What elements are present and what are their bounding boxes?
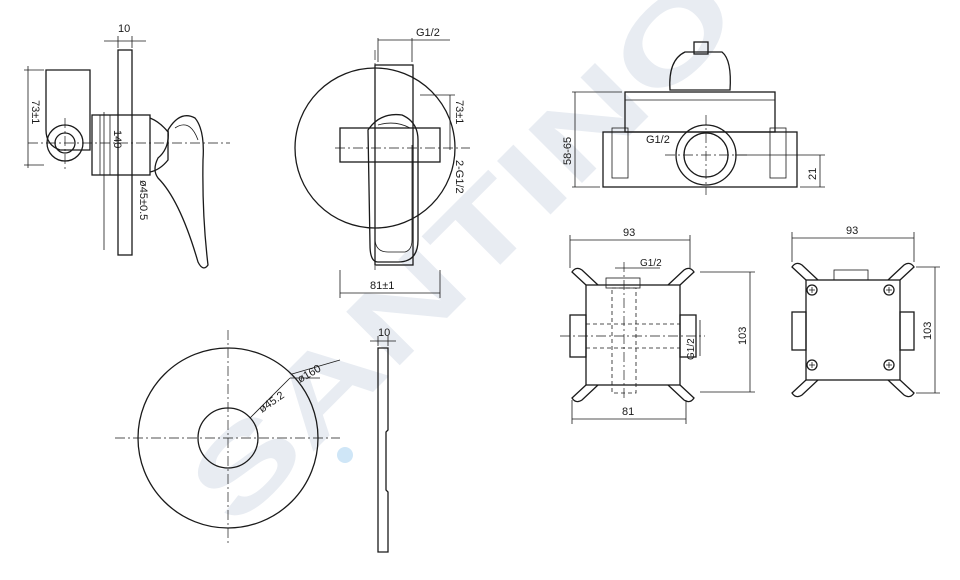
box-back-width: 93 xyxy=(846,225,858,237)
box-front-thread-top: G1/2 xyxy=(640,258,662,269)
side-dim-height: 73±1 xyxy=(29,100,41,124)
box-front-height: 103 xyxy=(737,327,749,345)
box-front-width: 93 xyxy=(623,227,635,239)
front-dim-width: 81±1 xyxy=(370,280,394,292)
box-back-height: 103 xyxy=(922,322,934,340)
watermark-dot xyxy=(337,447,353,463)
box-side-depth: 58-65 xyxy=(562,137,574,165)
side-view: 10 73±1 140 ø45±0.5 xyxy=(24,23,230,269)
box-side-thread: G1/2 xyxy=(646,134,670,146)
watermark-text: SANTINO xyxy=(165,0,761,547)
front-view: G1/2 73±1 2-G1/2 81±1 xyxy=(294,27,470,298)
front-dim-height: 73±1 xyxy=(453,100,465,124)
box-side-view: G1/2 58-65 21 xyxy=(562,41,825,195)
box-front-view: 93 G1/2 G1/2 103 81 xyxy=(560,227,755,424)
side-dim-diameter: ø45±0.5 xyxy=(137,180,149,220)
front-dim-thread: G1/2 xyxy=(416,27,440,39)
front-dim-port: 2-G1/2 xyxy=(453,160,465,194)
box-front-inner: 81 xyxy=(622,406,634,418)
screw-icon xyxy=(806,284,895,371)
box-back-view: 93 103 xyxy=(791,225,940,398)
side-dim-top: 10 xyxy=(118,23,130,35)
side-dim-body: 140 xyxy=(111,130,123,148)
box-side-offset: 21 xyxy=(807,168,819,180)
box-front-thread-side: G1/2 xyxy=(686,338,697,360)
rosette-dim-thickness: 10 xyxy=(378,327,390,339)
watermark: SANTINO xyxy=(165,0,761,547)
